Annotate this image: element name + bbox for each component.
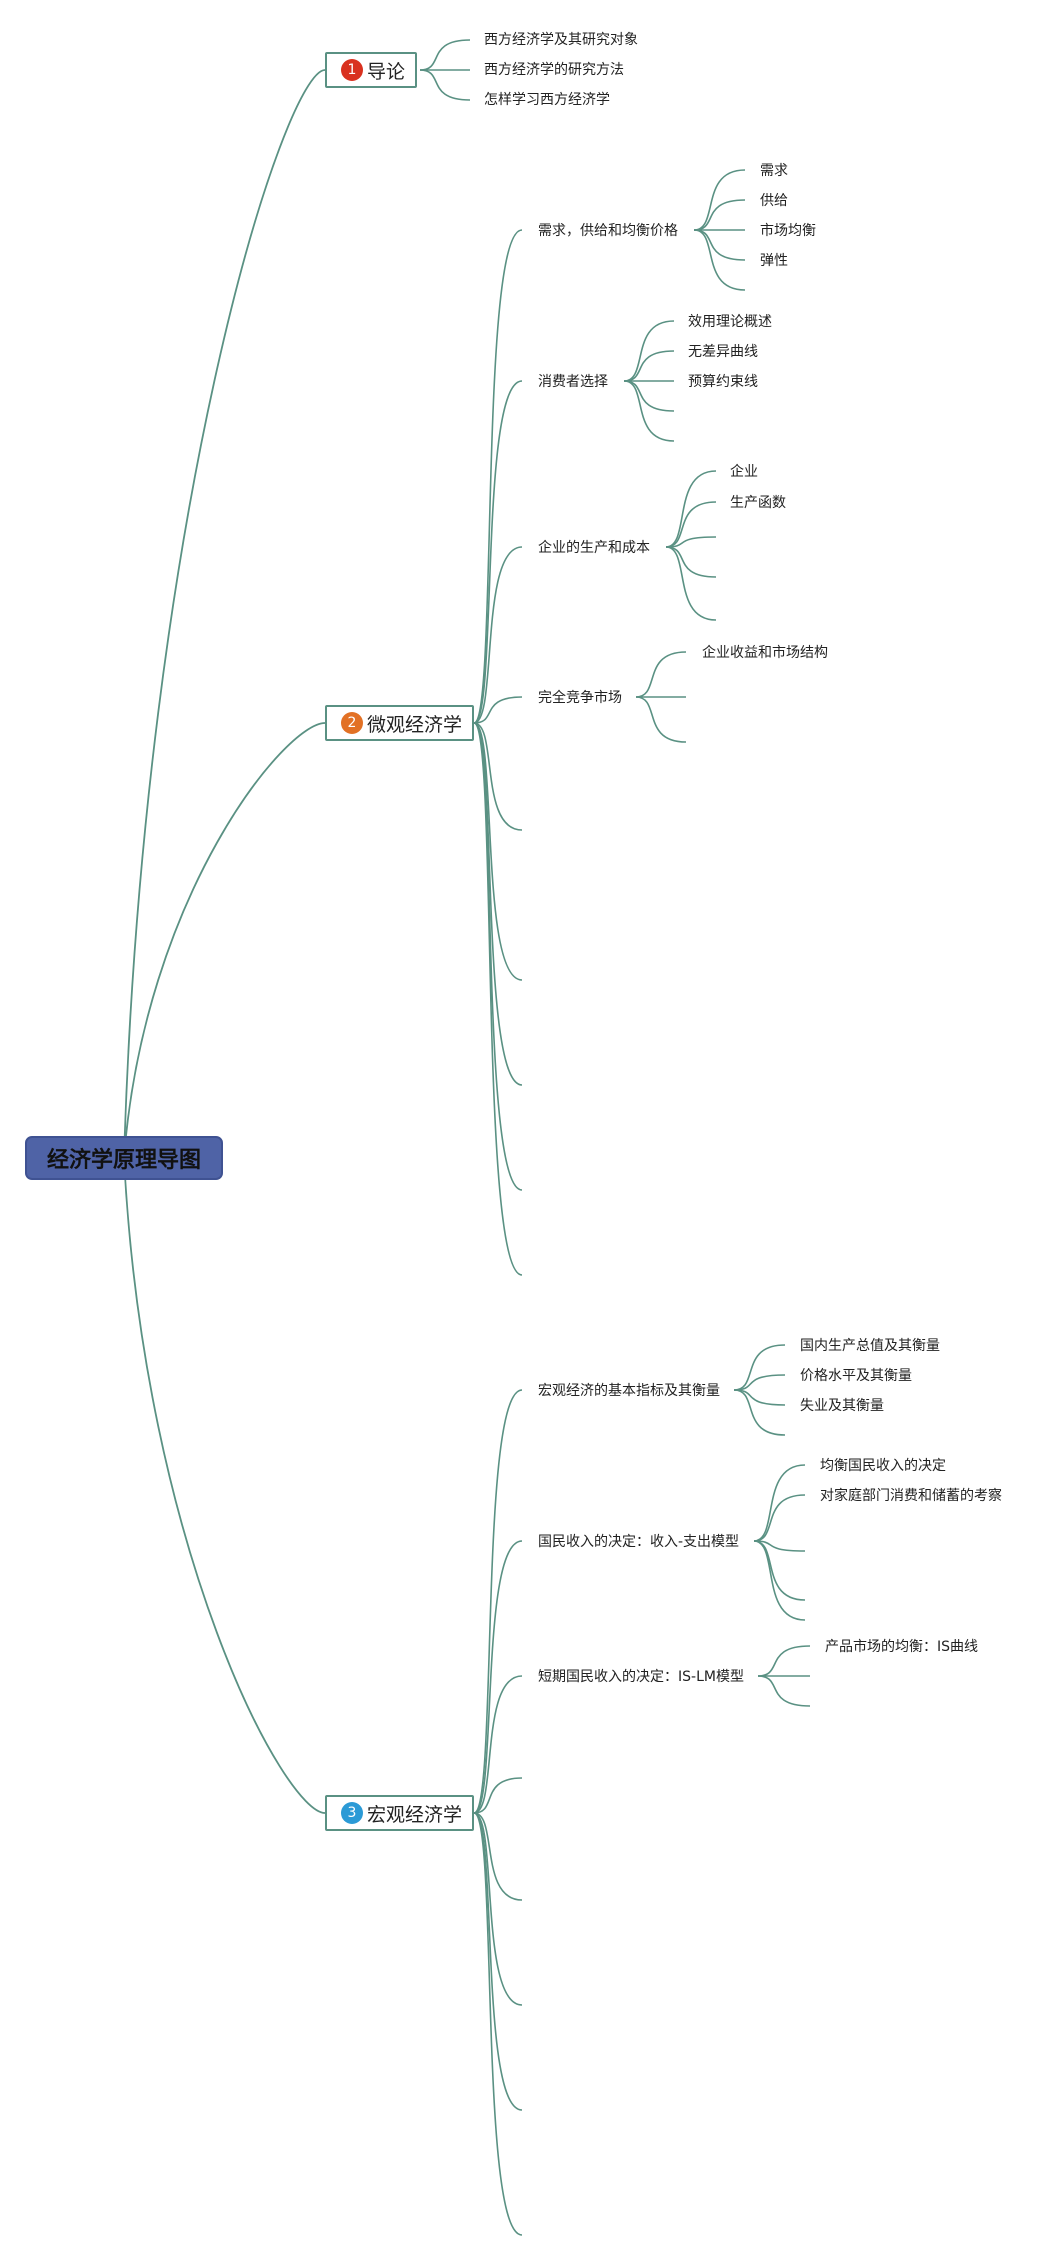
micro-link-7 bbox=[473, 722, 523, 1191]
root-node[interactable]: 经济学原理导图 bbox=[25, 1136, 223, 1180]
micro-link-6 bbox=[473, 722, 523, 1086]
root-link-0 bbox=[123, 69, 326, 1159]
consumer-link-4 bbox=[623, 380, 675, 442]
leaf-firm[interactable]: 企业 bbox=[730, 464, 758, 480]
consumer-link-1 bbox=[623, 350, 675, 382]
micro-link-0 bbox=[473, 229, 523, 724]
supply-demand-link-4 bbox=[693, 229, 746, 291]
leaf-household-consumption[interactable]: 对家庭部门消费和储蓄的考察 bbox=[820, 1488, 1002, 1504]
branch-intro[interactable]: 1 导论 bbox=[325, 52, 418, 88]
leaf-revenue-market-structure[interactable]: 企业收益和市场结构 bbox=[702, 645, 828, 661]
production-link-1 bbox=[665, 501, 717, 548]
macro-link-0 bbox=[473, 1389, 523, 1814]
leaf-is-curve[interactable]: 产品市场的均衡：IS曲线 bbox=[825, 1639, 979, 1655]
micro-link-1 bbox=[473, 380, 523, 724]
intro-link-2 bbox=[419, 69, 471, 101]
branch-micro[interactable]: 2 微观经济学 bbox=[325, 705, 475, 741]
production-link-4 bbox=[665, 546, 717, 621]
production-link-3 bbox=[665, 546, 717, 578]
supply-demand-link-3 bbox=[693, 229, 746, 261]
branch-macro-label: 宏观经济学 bbox=[367, 1803, 463, 1826]
consumer-link-3 bbox=[623, 380, 675, 412]
consumer-link-0 bbox=[623, 320, 675, 382]
macro-link-2 bbox=[473, 1675, 523, 1814]
macro-link-7 bbox=[473, 1812, 523, 2236]
leaf-gdp[interactable]: 国内生产总值及其衡量 bbox=[800, 1338, 940, 1354]
income-link-2 bbox=[753, 1540, 806, 1552]
supply-demand-link-1 bbox=[693, 199, 746, 231]
topic-macro-indicators[interactable]: 宏观经济的基本指标及其衡量 bbox=[538, 1383, 720, 1399]
leaf-elasticity[interactable]: 弹性 bbox=[760, 253, 788, 269]
macro-link-6 bbox=[473, 1812, 523, 2111]
topic-income-expenditure[interactable]: 国民收入的决定：收入-支出模型 bbox=[538, 1534, 740, 1550]
islm-link-2 bbox=[757, 1675, 811, 1707]
leaf-production-function[interactable]: 生产函数 bbox=[730, 495, 786, 511]
macro-link-3 bbox=[473, 1777, 523, 1814]
income-link-4 bbox=[753, 1540, 806, 1621]
topic-supply-demand[interactable]: 需求，供给和均衡价格 bbox=[538, 223, 678, 239]
leaf-utility-theory[interactable]: 效用理论概述 bbox=[688, 314, 772, 330]
branch-micro-label: 微观经济学 bbox=[367, 713, 463, 736]
micro-link-4 bbox=[473, 722, 523, 831]
leaf-intro-3[interactable]: 怎样学习西方经济学 bbox=[484, 92, 610, 108]
topic-production-cost[interactable]: 企业的生产和成本 bbox=[538, 540, 650, 556]
micro-link-2 bbox=[473, 546, 523, 724]
macro-link-1 bbox=[473, 1540, 523, 1814]
indicators-link-0 bbox=[733, 1344, 786, 1391]
number-badge-1: 1 bbox=[341, 59, 363, 81]
micro-link-3 bbox=[473, 696, 523, 724]
income-link-0 bbox=[753, 1464, 806, 1542]
leaf-demand[interactable]: 需求 bbox=[760, 163, 788, 179]
macro-link-5 bbox=[473, 1812, 523, 2006]
indicators-link-1 bbox=[733, 1374, 786, 1391]
competition-link-0 bbox=[635, 651, 687, 698]
number-badge-2: 2 bbox=[341, 712, 363, 734]
topic-perfect-competition[interactable]: 完全竞争市场 bbox=[538, 690, 622, 706]
leaf-intro-2[interactable]: 西方经济学的研究方法 bbox=[484, 62, 624, 78]
branch-intro-label: 导论 bbox=[367, 60, 406, 83]
micro-link-8 bbox=[473, 722, 523, 1276]
leaf-market-equilibrium[interactable]: 市场均衡 bbox=[760, 223, 816, 239]
micro-link-5 bbox=[473, 722, 523, 981]
root-link-2 bbox=[123, 1157, 326, 1814]
production-link-0 bbox=[665, 470, 717, 548]
leaf-equilibrium-income[interactable]: 均衡国民收入的决定 bbox=[820, 1458, 946, 1474]
topic-consumer-choice[interactable]: 消费者选择 bbox=[538, 374, 608, 390]
leaf-budget-line[interactable]: 预算约束线 bbox=[688, 374, 758, 390]
leaf-intro-1[interactable]: 西方经济学及其研究对象 bbox=[484, 32, 638, 48]
islm-link-0 bbox=[757, 1645, 811, 1677]
branch-macro[interactable]: 3 宏观经济学 bbox=[325, 1795, 475, 1831]
leaf-unemployment[interactable]: 失业及其衡量 bbox=[800, 1398, 884, 1414]
leaf-supply[interactable]: 供给 bbox=[760, 193, 788, 209]
indicators-link-3 bbox=[733, 1389, 786, 1436]
number-badge-3: 3 bbox=[341, 1802, 363, 1824]
leaf-indifference-curve[interactable]: 无差异曲线 bbox=[688, 344, 758, 360]
macro-link-4 bbox=[473, 1812, 523, 1901]
root-title: 经济学原理导图 bbox=[46, 1148, 201, 1173]
root-link-1 bbox=[123, 722, 326, 1159]
leaf-price-level[interactable]: 价格水平及其衡量 bbox=[800, 1368, 912, 1384]
supply-demand-link-0 bbox=[693, 169, 746, 231]
production-link-2 bbox=[665, 536, 717, 548]
intro-link-0 bbox=[419, 39, 471, 71]
competition-link-2 bbox=[635, 696, 687, 743]
income-link-1 bbox=[753, 1494, 806, 1542]
topic-is-lm[interactable]: 短期国民收入的决定：IS-LM模型 bbox=[538, 1669, 744, 1685]
